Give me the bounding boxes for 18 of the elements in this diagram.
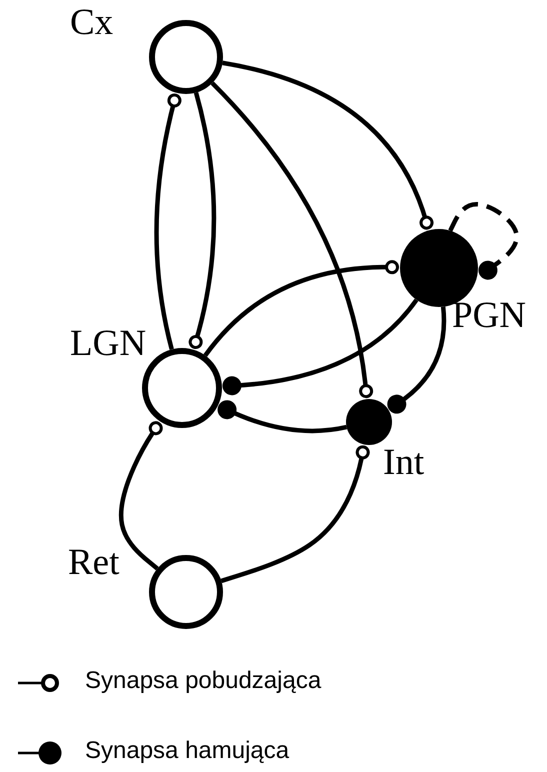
connector xyxy=(154,94,182,350)
node-label: Int xyxy=(383,444,424,481)
connector xyxy=(387,306,446,414)
node-label: Ret xyxy=(68,544,120,581)
node-label: LGN xyxy=(70,325,146,362)
legend-label: Synapsa pobudzająca xyxy=(85,669,322,693)
node-label: PGN xyxy=(452,297,526,334)
dashed-connector xyxy=(448,202,519,280)
connector xyxy=(188,92,216,349)
connector xyxy=(118,421,163,570)
node-label: Cx xyxy=(70,4,114,41)
legend-label: Synapsa hamująca xyxy=(85,739,290,763)
connector xyxy=(222,298,418,396)
connector xyxy=(218,400,347,434)
connector xyxy=(210,82,374,398)
connector xyxy=(222,60,434,230)
connector xyxy=(204,260,399,357)
connector xyxy=(220,445,370,584)
